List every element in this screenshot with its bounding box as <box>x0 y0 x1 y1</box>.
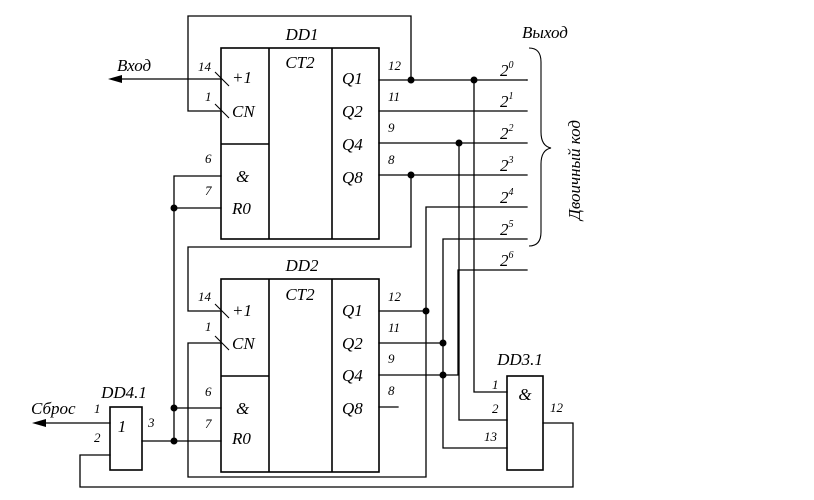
bit-5-exp: 5 <box>509 219 514 230</box>
reset-arrow-icon <box>32 419 46 427</box>
dd1-title: DD1 <box>284 25 318 44</box>
dd1-pin-8: 8 <box>388 152 395 167</box>
dd1-function: CT2 <box>285 53 315 72</box>
bit-6-base: 2 <box>500 251 509 270</box>
dd2-r0-input: R0 <box>231 429 251 448</box>
bit-3-exp: 3 <box>508 155 514 166</box>
dd3-function: & <box>518 385 532 404</box>
dd2-function: CT2 <box>285 285 315 304</box>
bit-0-base: 2 <box>500 61 509 80</box>
junctions <box>170 76 478 445</box>
dd1-q2: Q2 <box>342 102 363 121</box>
dd1-q4: Q4 <box>342 135 363 154</box>
dd2-pin-6: 6 <box>205 384 212 399</box>
dd1-pin-7: 7 <box>205 183 212 198</box>
dd1-pin-14: 14 <box>198 59 212 74</box>
dd4-title: DD4.1 <box>100 383 147 402</box>
dd4-pin-2: 2 <box>94 430 101 445</box>
dd4-body <box>109 406 143 471</box>
binary-code-brace <box>528 47 552 247</box>
dd2-count-input: +1 <box>232 301 252 320</box>
binary-code-label: Двоичный код <box>565 120 584 222</box>
dd1-pin-11: 11 <box>388 89 400 104</box>
svg-text:22: 22 <box>500 123 514 143</box>
dd2-pin-7: 7 <box>205 416 212 431</box>
dd1-pin-1: 1 <box>205 89 212 104</box>
dd2-pin-11: 11 <box>388 320 400 335</box>
bit-5-base: 2 <box>500 220 509 239</box>
dd2-and-input: & <box>236 399 250 418</box>
dd1-q8: Q8 <box>342 168 363 187</box>
dd2-q1: Q1 <box>342 301 363 320</box>
dd1-q1: Q1 <box>342 69 363 88</box>
dd1-pin-9: 9 <box>388 120 395 135</box>
dd3-pin-12: 12 <box>550 400 564 415</box>
bit-1-base: 2 <box>500 92 509 111</box>
svg-text:26: 26 <box>500 250 514 270</box>
dd4-pin-1: 1 <box>94 401 101 416</box>
dd2-pin-12: 12 <box>388 289 402 304</box>
dd2-chip: DD2 CT2 +1 CN & R0 Q1 Q2 Q4 Q8 14 1 6 7 … <box>198 256 402 473</box>
dd1-cn-input: CN <box>232 102 256 121</box>
dd2-q2: Q2 <box>342 334 363 353</box>
dd2-pin-8: 8 <box>388 383 395 398</box>
dd1-and-input: & <box>236 167 250 186</box>
dd2-cn-input: CN <box>232 334 256 353</box>
dd4-gate: DD4.1 1 1 2 3 <box>94 383 155 471</box>
dd1-chip: DD1 CT2 +1 CN & R0 Q1 Q2 Q4 Q8 14 1 6 7 … <box>198 25 402 240</box>
svg-text:25: 25 <box>500 219 514 239</box>
input-label: Вход <box>117 56 152 75</box>
wiring <box>32 15 574 488</box>
bit-4-exp: 4 <box>509 187 514 198</box>
dd2-q4: Q4 <box>342 366 363 385</box>
dd3-pin-2: 2 <box>492 401 499 416</box>
dd2-pin-14: 14 <box>198 289 212 304</box>
bit-1-exp: 1 <box>509 91 514 102</box>
svg-text:20: 20 <box>500 60 514 80</box>
svg-text:24: 24 <box>500 187 514 207</box>
svg-text:23: 23 <box>500 155 514 175</box>
dd1-pin-6: 6 <box>205 151 212 166</box>
dd3-pin-1: 1 <box>492 377 499 392</box>
bit-3-base: 2 <box>500 156 509 175</box>
dd2-pin-1: 1 <box>205 319 212 334</box>
dd1-pin-12: 12 <box>388 58 402 73</box>
dd1-r0-input: R0 <box>231 199 251 218</box>
dd3-gate: DD3.1 & 1 2 13 12 <box>484 350 564 471</box>
bit-labels: 20 21 22 23 24 25 26 <box>500 60 514 270</box>
bit-2-exp: 2 <box>509 123 514 134</box>
bit-2-base: 2 <box>500 124 509 143</box>
bit-6-exp: 6 <box>509 250 514 261</box>
dd4-pin-3: 3 <box>147 415 155 430</box>
dd2-pin-9: 9 <box>388 351 395 366</box>
dd2-title: DD2 <box>284 256 319 275</box>
bit-4-base: 2 <box>500 188 509 207</box>
dd4-function: 1 <box>118 417 127 436</box>
dd2-q8: Q8 <box>342 399 363 418</box>
bit-0-exp: 0 <box>509 60 514 71</box>
output-label: Выход <box>522 23 568 42</box>
dd3-title: DD3.1 <box>496 350 543 369</box>
dd1-count-input: +1 <box>232 68 252 87</box>
reset-label: Сброс <box>31 399 76 418</box>
dd3-pin-13: 13 <box>484 429 498 444</box>
input-arrow-icon <box>108 75 122 83</box>
svg-text:21: 21 <box>500 91 514 111</box>
